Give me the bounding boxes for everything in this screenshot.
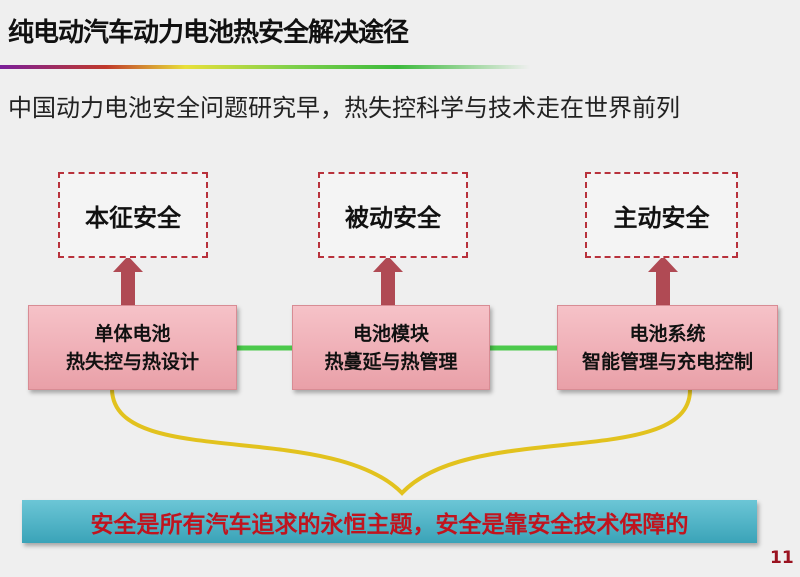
arrow-up-icon (373, 256, 403, 272)
arrow-up-icon (121, 270, 135, 306)
slide-title: 纯电动汽车动力电池热安全解决途径 (8, 18, 409, 48)
level-module-line1: 电池模块 (352, 322, 429, 345)
level-cell-line1: 单体电池 (94, 322, 171, 345)
arrow-up-icon (113, 256, 143, 272)
level-system-line2: 智能管理与充电控制 (581, 350, 753, 373)
brace-curve (110, 389, 692, 496)
conclusion-banner: 安全是所有汽车追求的永恒主题，安全是靠安全技术保障的 (22, 500, 757, 543)
page-number: 11 (770, 548, 794, 568)
arrow-up-icon (381, 270, 395, 306)
arrow-up-icon (648, 256, 678, 272)
level-cell-line2: 热失控与热设计 (65, 350, 199, 373)
level-module-line2: 热蔓延与热管理 (324, 350, 458, 373)
level-module: 电池模块 热蔓延与热管理 (292, 305, 490, 390)
gradient-divider (0, 65, 530, 69)
goal-active-safety: 主动安全 (585, 172, 738, 258)
slide-subtitle: 中国动力电池安全问题研究早，热失控科学与技术走在世界前列 (8, 94, 680, 122)
level-cell: 单体电池 热失控与热设计 (28, 305, 237, 390)
goal-intrinsic-safety: 本征安全 (58, 172, 208, 258)
goal-passive-safety: 被动安全 (318, 172, 468, 258)
level-system: 电池系统 智能管理与充电控制 (557, 305, 778, 390)
arrow-up-icon (656, 270, 670, 306)
level-system-line1: 电池系统 (629, 322, 706, 345)
